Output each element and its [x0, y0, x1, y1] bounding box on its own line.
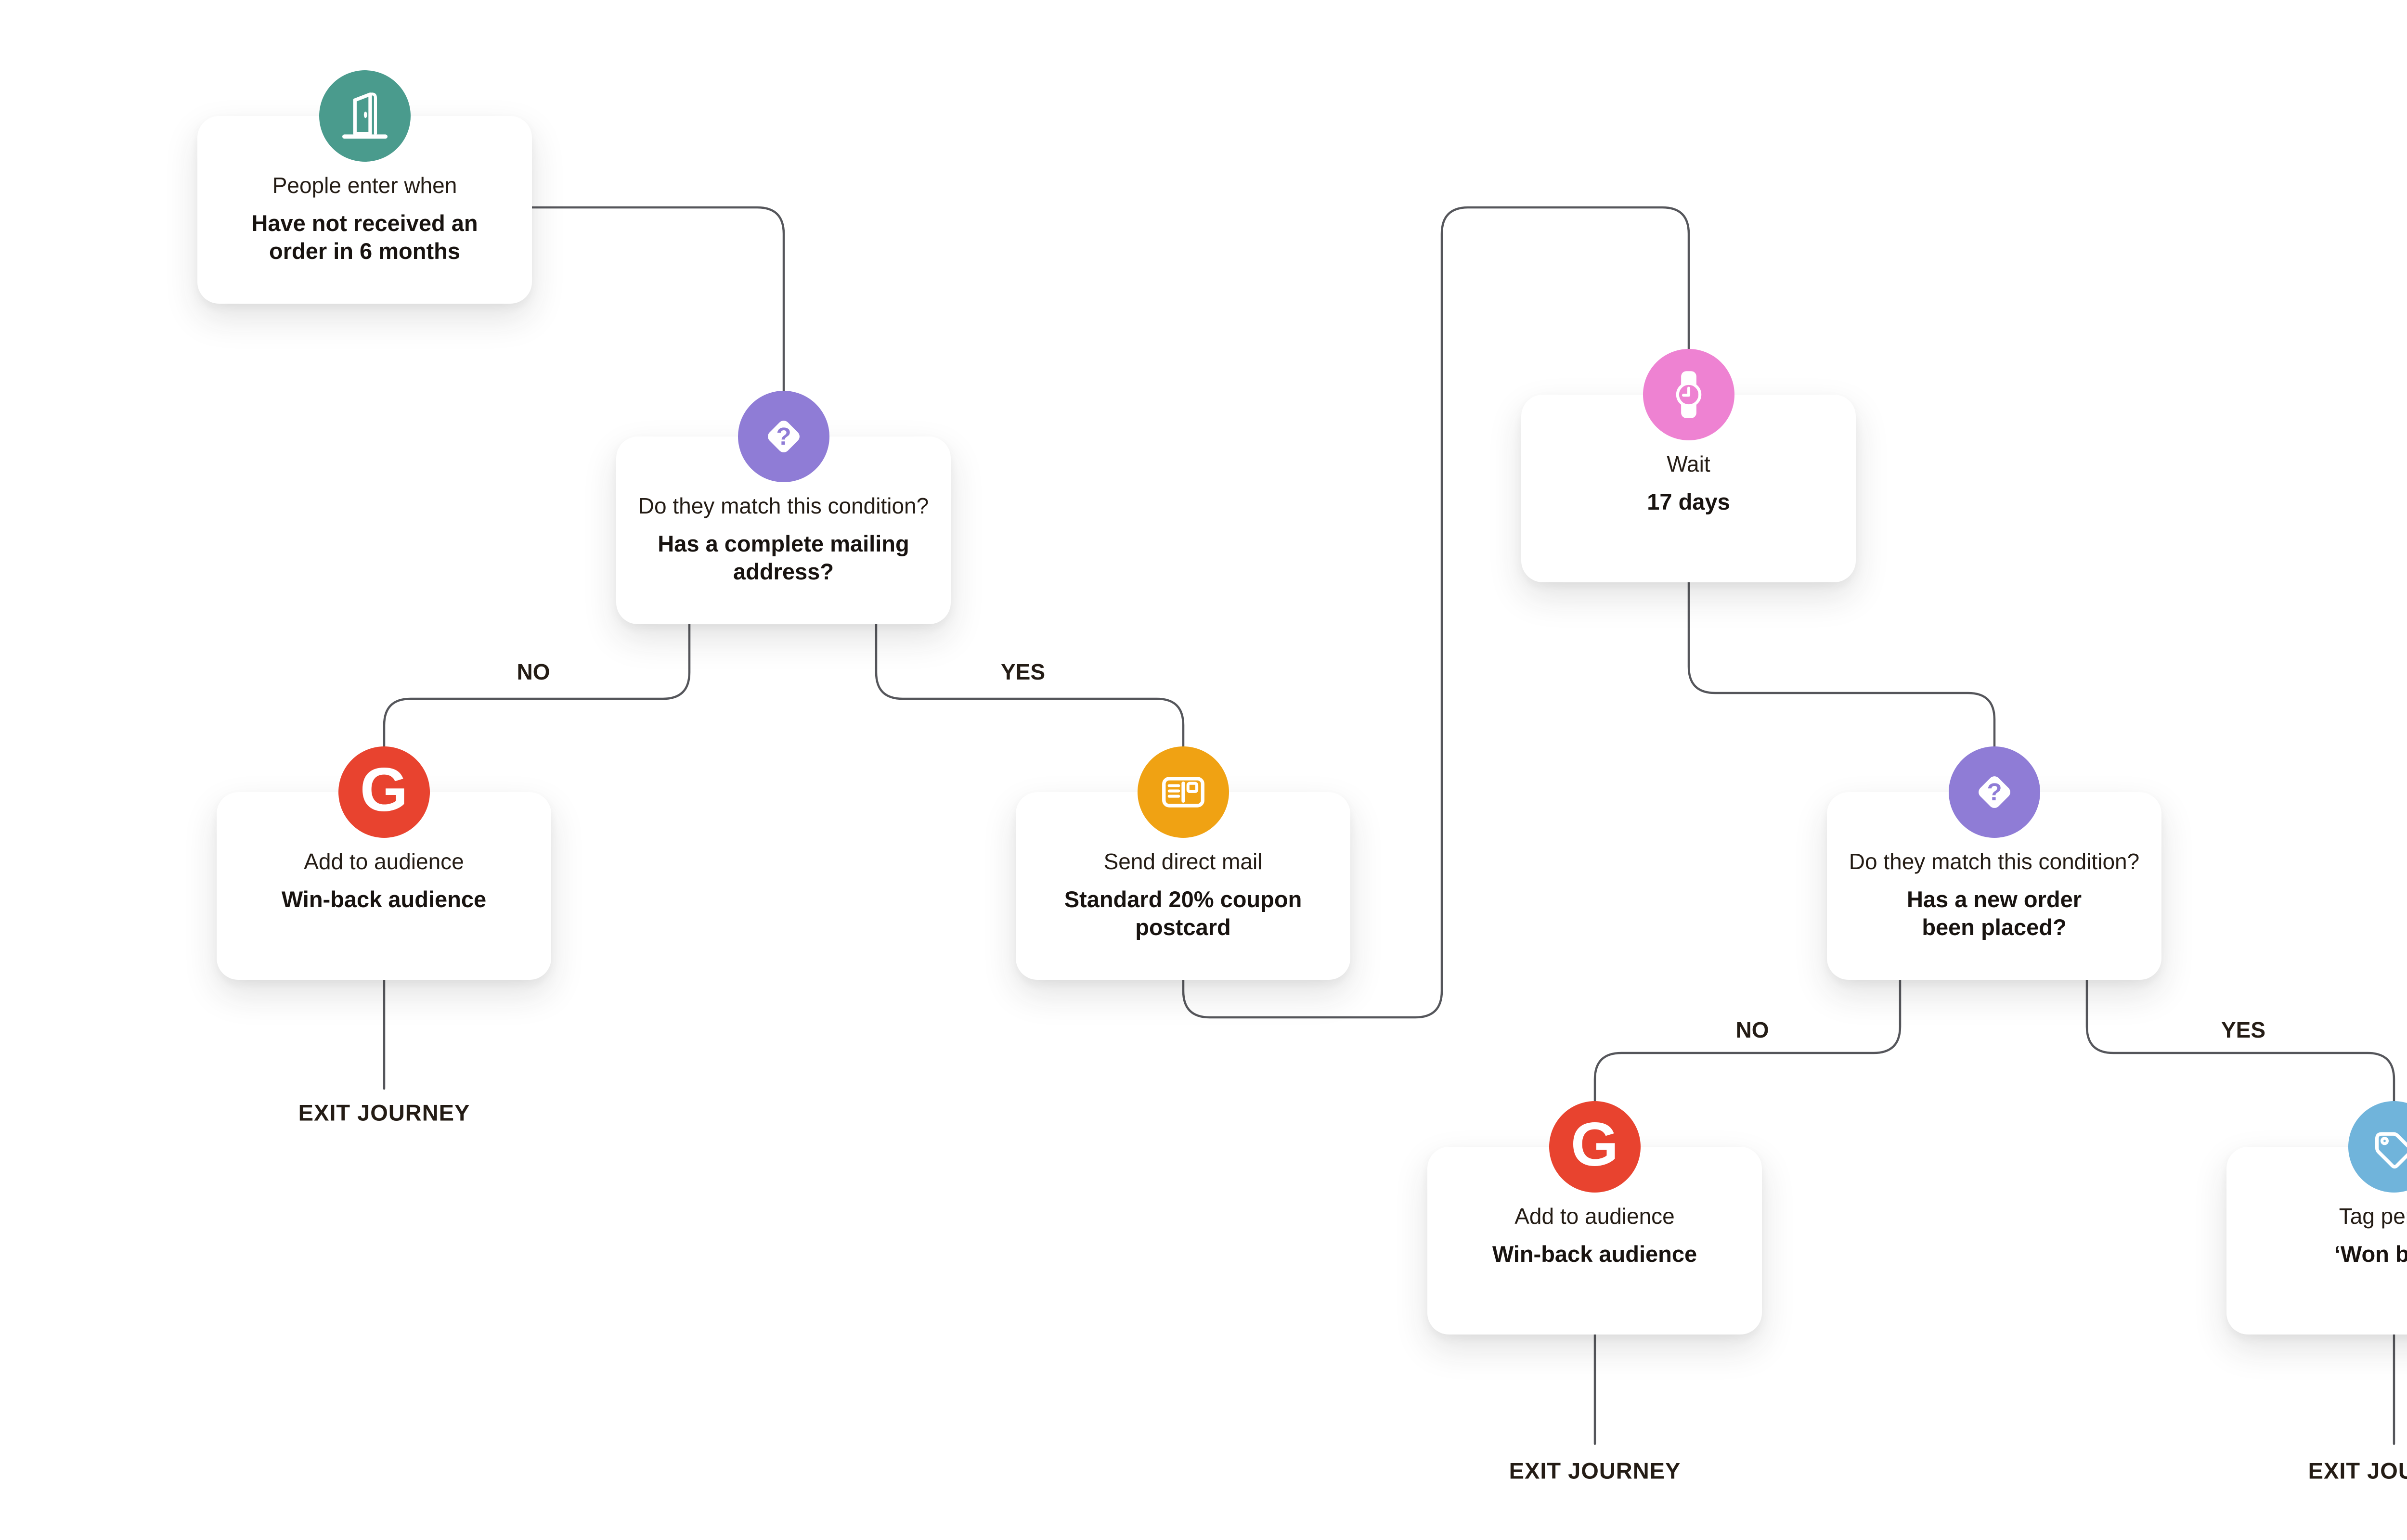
exit-journey-label: EXIT JOURNEY — [1509, 1458, 1681, 1484]
svg-text:?: ? — [1987, 778, 2002, 806]
node-detail: Win-back audience — [281, 886, 487, 912]
connector-condition1-no — [383, 623, 691, 748]
journey-node-condition-1[interactable]: ? Do they match this condition? Has a co… — [616, 391, 951, 624]
branch-label-no-1: NO — [517, 659, 550, 684]
node-title: Add to audience — [1514, 1204, 1675, 1229]
connector-condition1-yes — [875, 623, 1185, 748]
connector-wait-to-condition2 — [1687, 581, 1996, 748]
node-detail: Have not received an order in 6 months — [251, 210, 478, 264]
journey-node-entry[interactable]: People enter when Have not received an o… — [197, 70, 532, 304]
journey-node-tag-person[interactable]: Tag person ‘Won back’ — [2226, 1101, 2407, 1335]
svg-text:?: ? — [776, 423, 791, 450]
node-title: Send direct mail — [1103, 849, 1263, 874]
node-title: Wait — [1667, 451, 1710, 476]
node-detail: Standard 20% coupon postcard — [1064, 886, 1302, 940]
branch-label-yes-2: YES — [2221, 1017, 2266, 1042]
exit-journey-label: EXIT JOURNEY — [298, 1100, 470, 1126]
journey-node-condition-2[interactable]: ? Do they match this condition? Has a ne… — [1827, 746, 2161, 980]
node-title: People enter when — [272, 173, 457, 198]
node-detail: Has a new order been placed? — [1906, 886, 2082, 940]
branch-label-yes-1: YES — [1000, 659, 1046, 684]
node-title: Add to audience — [304, 849, 464, 874]
exit-journey-label: EXIT JOURNEY — [2308, 1458, 2407, 1484]
connector-condition2-no — [1593, 978, 1902, 1103]
postcard-icon — [1137, 746, 1229, 838]
node-title: Do they match this condition? — [638, 493, 929, 518]
node-title: Tag person — [2339, 1204, 2407, 1229]
connector-condition2-yes — [2085, 978, 2395, 1103]
audience-g-icon: G — [338, 746, 430, 838]
journey-node-add-to-audience-2[interactable]: G Add to audience Win-back audience — [1427, 1101, 1762, 1335]
journey-node-wait[interactable]: Wait 17 days — [1521, 349, 1856, 582]
node-detail: Has a complete mailing address? — [658, 531, 909, 584]
watch-icon — [1643, 349, 1734, 440]
journey-node-add-to-audience-1[interactable]: G Add to audience Win-back audience — [217, 746, 551, 980]
audience-g-icon: G — [1549, 1101, 1641, 1193]
node-detail: Win-back audience — [1492, 1241, 1697, 1267]
connector-mail-loop-to-wait — [1182, 206, 1690, 1019]
node-detail: ‘Won back’ — [2334, 1241, 2407, 1267]
journey-node-send-direct-mail[interactable]: Send direct mail Standard 20% coupon pos… — [1016, 746, 1350, 980]
condition-question-icon: ? — [738, 391, 829, 482]
condition-question-icon: ? — [1948, 746, 2040, 838]
node-title: Do they match this condition? — [1849, 849, 2140, 874]
node-detail: 17 days — [1647, 489, 1730, 514]
connector-entry-to-condition1 — [531, 206, 785, 392]
branch-label-no-2: NO — [1735, 1017, 1769, 1042]
door-icon — [319, 70, 411, 162]
